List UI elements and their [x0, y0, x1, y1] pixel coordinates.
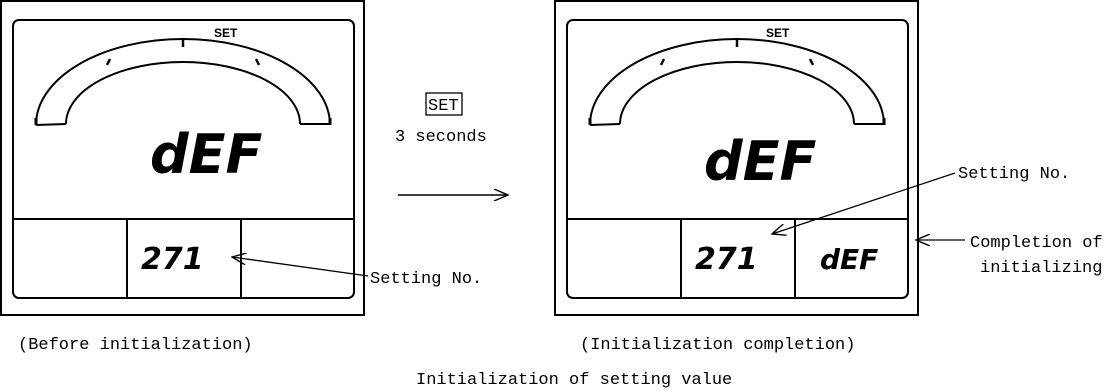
right-panel: SET dEF 271 dEF: [554, 0, 919, 316]
set-key-label: SET: [428, 97, 459, 116]
left-sub-display-center: 271: [141, 242, 204, 277]
right-callout-completion-line1: Completion of: [970, 234, 1103, 253]
right-main-display: dEF: [704, 130, 817, 193]
right-sub-display-center: 271: [695, 242, 758, 277]
right-display-bezel: [566, 19, 909, 299]
left-panel-frame: [0, 0, 365, 316]
left-caption: (Before initialization): [18, 336, 253, 355]
right-panel-frame: [554, 0, 919, 316]
duration-label: 3 seconds: [395, 128, 487, 147]
right-bar-gauge-icon: [588, 38, 886, 126]
right-caption: (Initialization completion): [580, 336, 855, 355]
left-display-bezel: [12, 19, 355, 299]
left-main-display: dEF: [150, 123, 263, 186]
set-key-box: [425, 92, 463, 116]
right-callout-setting-leader: [772, 172, 956, 234]
transition: SET 3 seconds: [395, 92, 508, 195]
right-callout-setting-no: Setting No.: [958, 165, 1070, 184]
right-set-indicator: SET: [766, 26, 790, 40]
right-sub-display-right: dEF: [820, 243, 878, 276]
figure-caption: Initialization of setting value: [416, 371, 732, 390]
right-callout-completion-line2: initializing: [980, 259, 1102, 278]
left-bar-gauge-icon: [34, 38, 332, 126]
left-set-indicator: SET: [214, 26, 238, 40]
left-callout-setting-no: Setting No.: [370, 270, 482, 289]
left-callout-leader: [232, 257, 369, 277]
